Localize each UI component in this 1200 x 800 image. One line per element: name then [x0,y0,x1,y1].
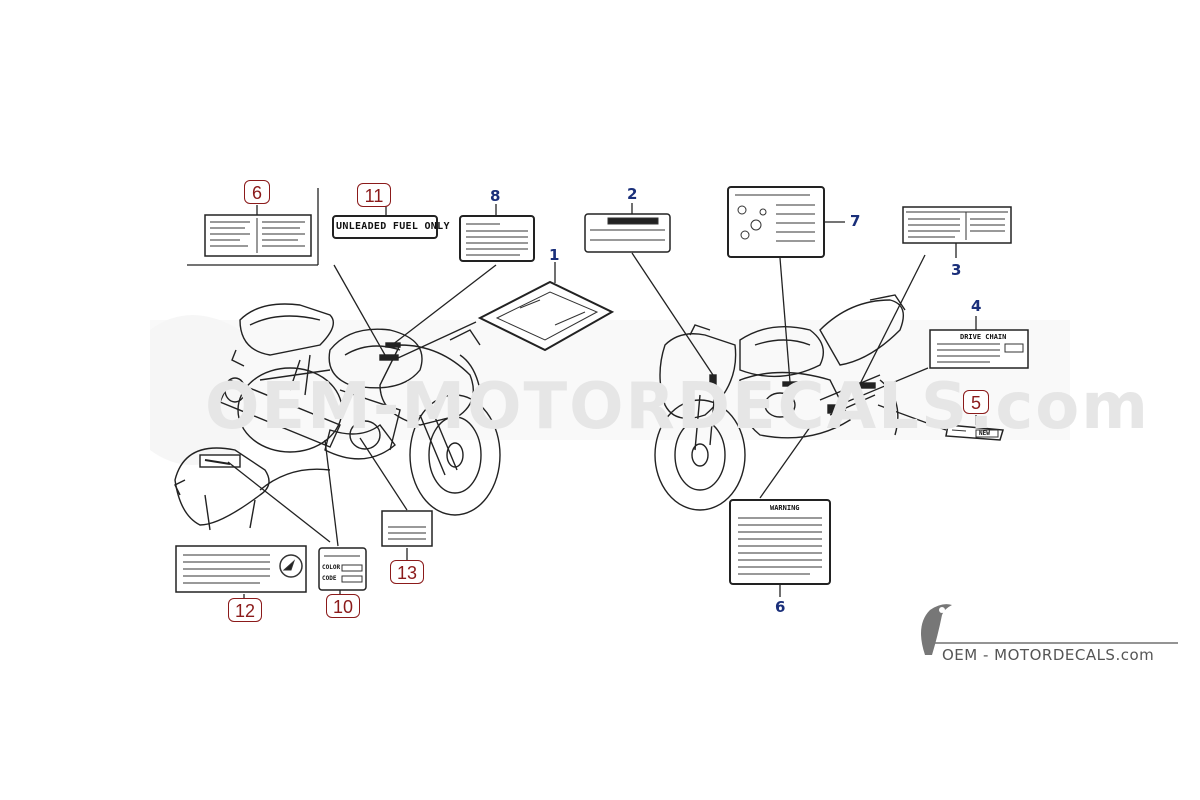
callout-4: 4 [971,297,982,315]
callout-5: 5 [963,390,989,414]
callout-1: 1 [549,246,560,264]
warning-text: WARNING [770,504,800,512]
callout-2: 2 [627,185,638,203]
code-text: CODE [322,575,337,582]
leader-lines [227,203,977,600]
decal-5 [945,424,1004,441]
callout-12: 12 [228,598,262,622]
callout-6-warning: 6 [775,598,786,616]
brand-text: OEM - MOTORDECALS.com [942,646,1155,664]
separator-lines [187,188,1178,644]
right-motorcycle [654,294,906,511]
callout-3: 3 [951,261,962,279]
decal-8 [459,215,535,262]
decal-1-diamond [477,280,615,352]
color-text: COLOR [322,564,341,571]
decal-7 [727,186,825,258]
watermark-band [150,315,1070,465]
callout-7: 7 [850,212,861,230]
brand-logo-icon [921,604,952,655]
callout-8: 8 [490,187,501,205]
decal-fuel [332,215,438,239]
decal-13 [381,510,433,547]
decal-warning [729,499,831,585]
decal-lines [183,194,1024,584]
left-motorcycle [219,303,501,516]
decal-spec-label [204,214,312,257]
callout-10: 10 [326,594,360,618]
drive-chain-text: DRIVE CHAIN [960,333,1007,341]
watermark-text: OEM-MOTORDECALS.com [205,370,1150,444]
fuel-decal-text: UNLEADED FUEL ONLY [336,221,450,232]
callout-13: 13 [390,560,424,584]
tire-decal-text: NEW [979,430,990,437]
callout-6-spec: 6 [244,180,270,204]
callout-11: 11 [357,183,391,207]
